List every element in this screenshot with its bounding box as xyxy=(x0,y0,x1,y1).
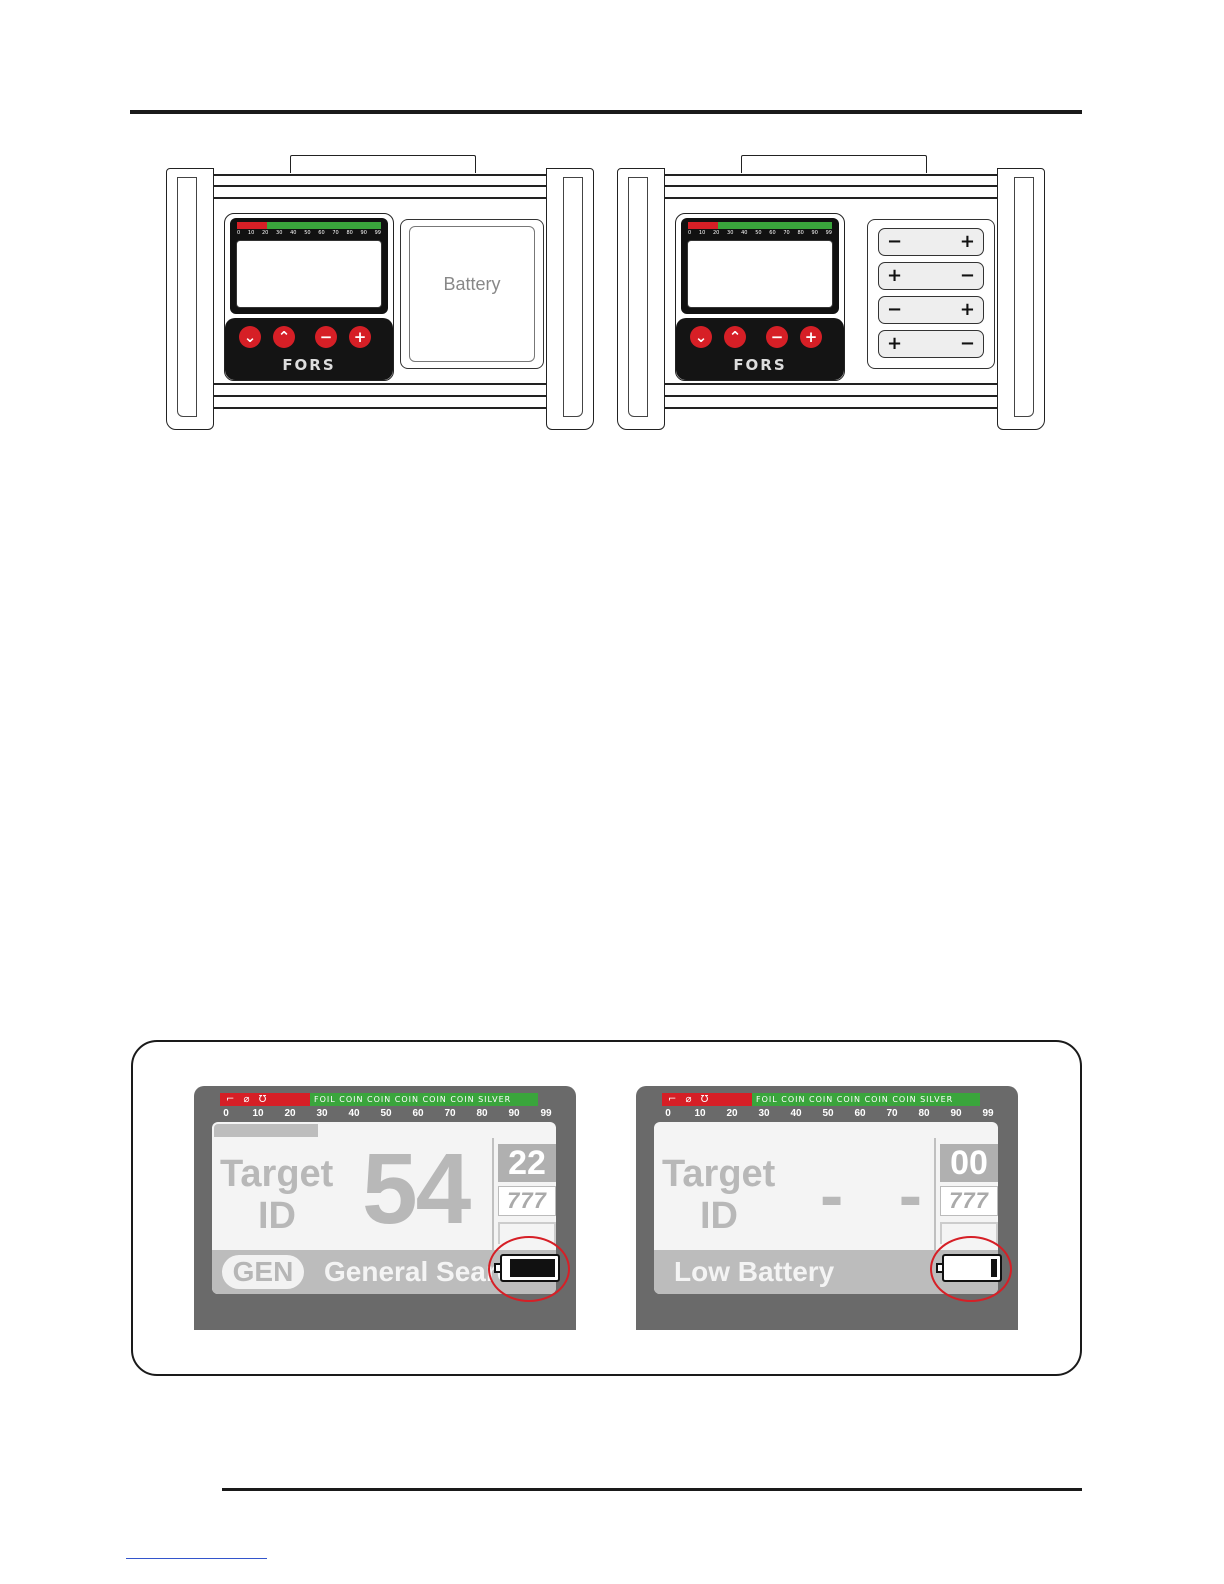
brand-logo: FORS xyxy=(733,356,787,374)
target-label: Target xyxy=(220,1153,334,1195)
down-button[interactable]: ⌄ xyxy=(239,326,261,348)
target-id-value: 54 xyxy=(362,1133,471,1245)
ground-value: 22 xyxy=(498,1144,556,1182)
right-bracket xyxy=(997,168,1045,430)
battery-cell: −+ xyxy=(878,296,984,324)
battery-cell: −+ xyxy=(878,228,984,256)
target-id-value: - - xyxy=(820,1156,941,1234)
plus-button[interactable]: + xyxy=(800,326,822,348)
target-scale-strip: ⌐ ⌀ Ʊ FOIL COIN COIN COIN COIN COIN SILV… xyxy=(662,1093,980,1106)
ground-value: 00 xyxy=(940,1144,998,1182)
brand-logo: FORS xyxy=(282,356,336,374)
display-face: Target ID 54 22 777 GEN General Search xyxy=(212,1122,556,1294)
plus-button[interactable]: + xyxy=(349,326,371,348)
top-tab xyxy=(290,155,476,173)
bottom-rule xyxy=(222,1488,1082,1491)
highlight-ring xyxy=(488,1236,570,1302)
depth-indicator: 777 xyxy=(940,1186,998,1216)
keypad: ⌄ ⌃ − + FORS xyxy=(225,318,393,380)
target-scale-strip: ⌐ ⌀ Ʊ FOIL COIN COIN COIN COIN COIN SILV… xyxy=(220,1093,538,1106)
top-tab xyxy=(741,155,927,173)
signal-bar xyxy=(214,1124,318,1137)
battery-cell: +− xyxy=(878,262,984,290)
footer-link-underline xyxy=(126,1558,267,1559)
highlight-ring xyxy=(930,1236,1012,1302)
depth-indicator: 777 xyxy=(498,1186,556,1216)
id-label: ID xyxy=(258,1195,296,1237)
down-button[interactable]: ⌄ xyxy=(690,326,712,348)
low-battery-message: Low Battery xyxy=(674,1256,835,1287)
lcd-screen xyxy=(687,240,833,308)
mode-badge: GEN xyxy=(222,1255,304,1289)
right-bracket xyxy=(546,168,594,430)
id-label: ID xyxy=(700,1195,738,1237)
minus-button[interactable]: − xyxy=(766,326,788,348)
target-label: Target xyxy=(662,1153,776,1195)
battery-door: Battery xyxy=(400,219,544,369)
minus-button[interactable]: − xyxy=(315,326,337,348)
battery-door-label: Battery xyxy=(443,274,501,294)
display-full-battery: ⌐ ⌀ Ʊ FOIL COIN COIN COIN COIN COIN SILV… xyxy=(194,1086,576,1330)
up-button[interactable]: ⌃ xyxy=(273,326,295,348)
top-rule xyxy=(130,110,1082,114)
lcd-screen xyxy=(236,240,382,308)
keypad: ⌄ ⌃ − + FORS xyxy=(676,318,844,380)
left-bracket xyxy=(617,168,665,430)
left-bracket xyxy=(166,168,214,430)
battery-compartment: −+ +− −+ +− xyxy=(867,219,995,369)
battery-cell: +− xyxy=(878,330,984,358)
up-button[interactable]: ⌃ xyxy=(724,326,746,348)
